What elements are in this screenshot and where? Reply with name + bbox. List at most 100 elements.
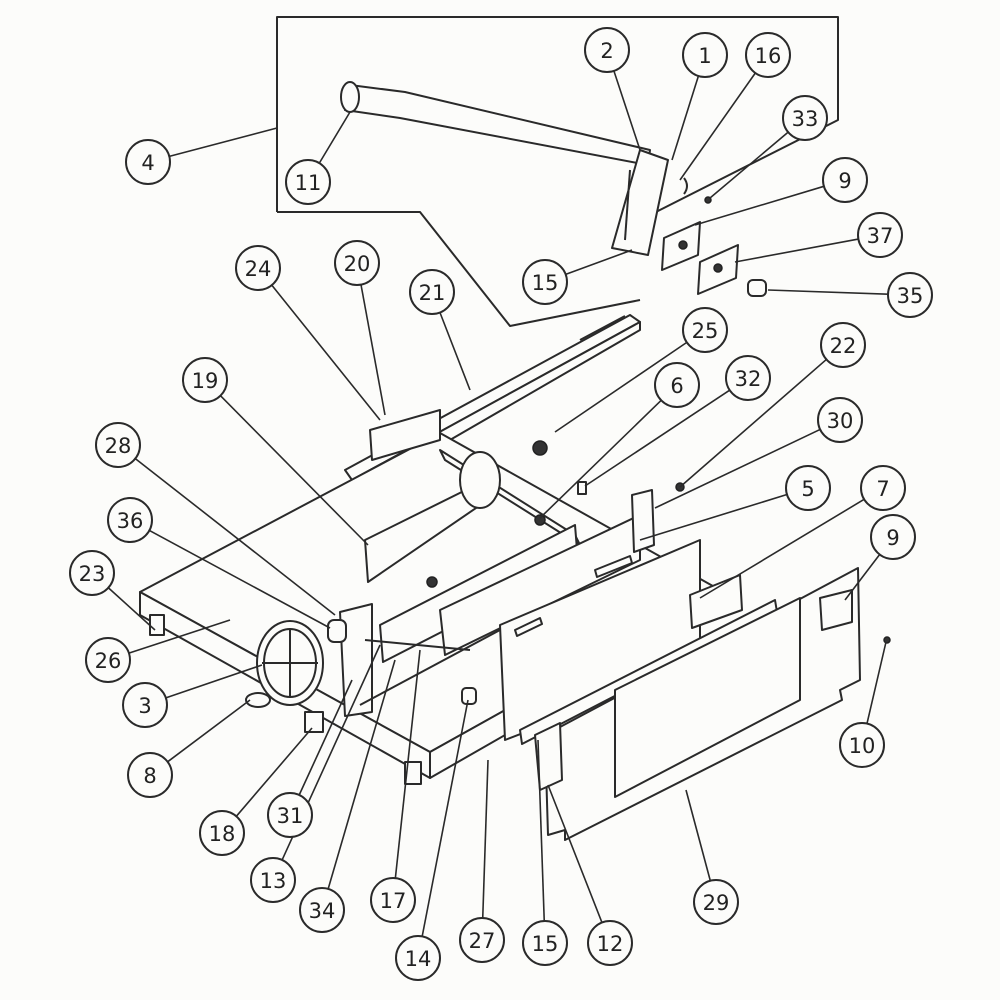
leader-line bbox=[709, 131, 789, 199]
callout-number: 28 bbox=[105, 434, 132, 458]
leader-line bbox=[421, 699, 469, 937]
callout-13: 13 bbox=[250, 857, 296, 903]
callout-circle bbox=[370, 877, 416, 923]
callout-12: 12 bbox=[587, 920, 633, 966]
callout-number: 37 bbox=[867, 224, 894, 248]
callout-circle bbox=[235, 245, 281, 291]
callout-number: 5 bbox=[801, 477, 814, 501]
leader-line bbox=[165, 664, 263, 699]
callout-number: 13 bbox=[260, 869, 287, 893]
callout-circle bbox=[299, 887, 345, 933]
callout-circle bbox=[725, 355, 771, 401]
callout-number: 26 bbox=[95, 649, 122, 673]
leader-line bbox=[866, 641, 887, 724]
callout-9: 9 bbox=[870, 514, 916, 560]
callout-circle bbox=[95, 422, 141, 468]
leader-line bbox=[360, 284, 386, 416]
callout-36: 36 bbox=[107, 497, 153, 543]
callout-35: 35 bbox=[887, 272, 933, 318]
leader-line bbox=[128, 619, 231, 654]
cutting-handle bbox=[340, 81, 669, 256]
leader-line bbox=[679, 72, 756, 181]
leader-line bbox=[134, 457, 336, 616]
callout-22: 22 bbox=[820, 322, 866, 368]
leader-line bbox=[565, 249, 633, 276]
callout-number: 35 bbox=[897, 284, 924, 308]
leader-line bbox=[537, 739, 546, 922]
callout-17: 17 bbox=[370, 877, 416, 923]
callout-circle bbox=[682, 32, 728, 78]
callout-16: 16 bbox=[745, 32, 791, 78]
callout-21: 21 bbox=[409, 269, 455, 315]
callout-33: 33 bbox=[782, 95, 828, 141]
callout-number: 22 bbox=[830, 334, 857, 358]
callout-number: 27 bbox=[469, 929, 496, 953]
handle-small-parts bbox=[661, 177, 767, 297]
handwheel bbox=[245, 620, 324, 733]
callout-number: 31 bbox=[277, 804, 304, 828]
callout-2: 2 bbox=[584, 27, 630, 73]
callout-number: 6 bbox=[670, 374, 683, 398]
callout-number: 4 bbox=[141, 151, 154, 175]
callout-number: 11 bbox=[295, 171, 322, 195]
leader-line bbox=[547, 784, 603, 923]
callout-circle bbox=[839, 722, 885, 768]
leader-line bbox=[584, 389, 731, 487]
callout-circle bbox=[654, 362, 700, 408]
callout-number: 3 bbox=[138, 694, 151, 718]
callout-number: 16 bbox=[755, 44, 782, 68]
leader-line bbox=[481, 759, 489, 919]
callout-number: 15 bbox=[532, 271, 559, 295]
leader-line bbox=[298, 679, 353, 796]
callout-circle bbox=[817, 397, 863, 443]
callout-circle bbox=[522, 920, 568, 966]
callout-number: 9 bbox=[838, 169, 851, 193]
handle-assembly-frame bbox=[276, 16, 839, 327]
callout-number: 18 bbox=[209, 822, 236, 846]
leader-line bbox=[554, 341, 688, 433]
callout-circle bbox=[69, 550, 115, 596]
callout-number: 29 bbox=[703, 891, 730, 915]
callout-circle bbox=[199, 810, 245, 856]
callout-circle bbox=[782, 95, 828, 141]
callout-1: 1 bbox=[682, 32, 728, 78]
callout-number: 25 bbox=[692, 319, 719, 343]
callout-number: 36 bbox=[117, 509, 144, 533]
callout-7: 7 bbox=[860, 465, 906, 511]
callout-27: 27 bbox=[459, 917, 505, 963]
callout-number: 7 bbox=[876, 477, 889, 501]
callout-number: 33 bbox=[792, 107, 819, 131]
leader-line bbox=[107, 587, 156, 631]
callout-number: 19 bbox=[192, 369, 219, 393]
callout-15: 15 bbox=[522, 920, 568, 966]
leader-line bbox=[679, 358, 827, 488]
callout-circle bbox=[127, 752, 173, 798]
leader-line bbox=[844, 554, 881, 601]
callout-circle bbox=[822, 157, 868, 203]
leader-line bbox=[148, 529, 331, 629]
callout-circle bbox=[395, 935, 441, 981]
callout-4: 4 bbox=[125, 139, 171, 185]
callout-number: 34 bbox=[309, 899, 336, 923]
leader-line bbox=[654, 428, 821, 509]
callout-29: 29 bbox=[693, 879, 739, 925]
callout-3: 3 bbox=[122, 682, 168, 728]
callout-19: 19 bbox=[182, 357, 228, 403]
callout-circle bbox=[334, 240, 380, 286]
callout-circle bbox=[860, 465, 906, 511]
callout-15: 15 bbox=[522, 259, 568, 305]
callout-30: 30 bbox=[817, 397, 863, 443]
leader-line bbox=[235, 727, 313, 817]
callout-number: 21 bbox=[419, 281, 446, 305]
callout-number: 14 bbox=[405, 947, 432, 971]
leader-line bbox=[685, 789, 712, 881]
leader-line bbox=[327, 659, 396, 890]
leader-line bbox=[539, 399, 662, 519]
callout-26: 26 bbox=[85, 637, 131, 683]
callout-circle bbox=[857, 212, 903, 258]
leader-line bbox=[767, 289, 889, 296]
callout-11: 11 bbox=[285, 159, 331, 205]
callout-circle bbox=[267, 792, 313, 838]
